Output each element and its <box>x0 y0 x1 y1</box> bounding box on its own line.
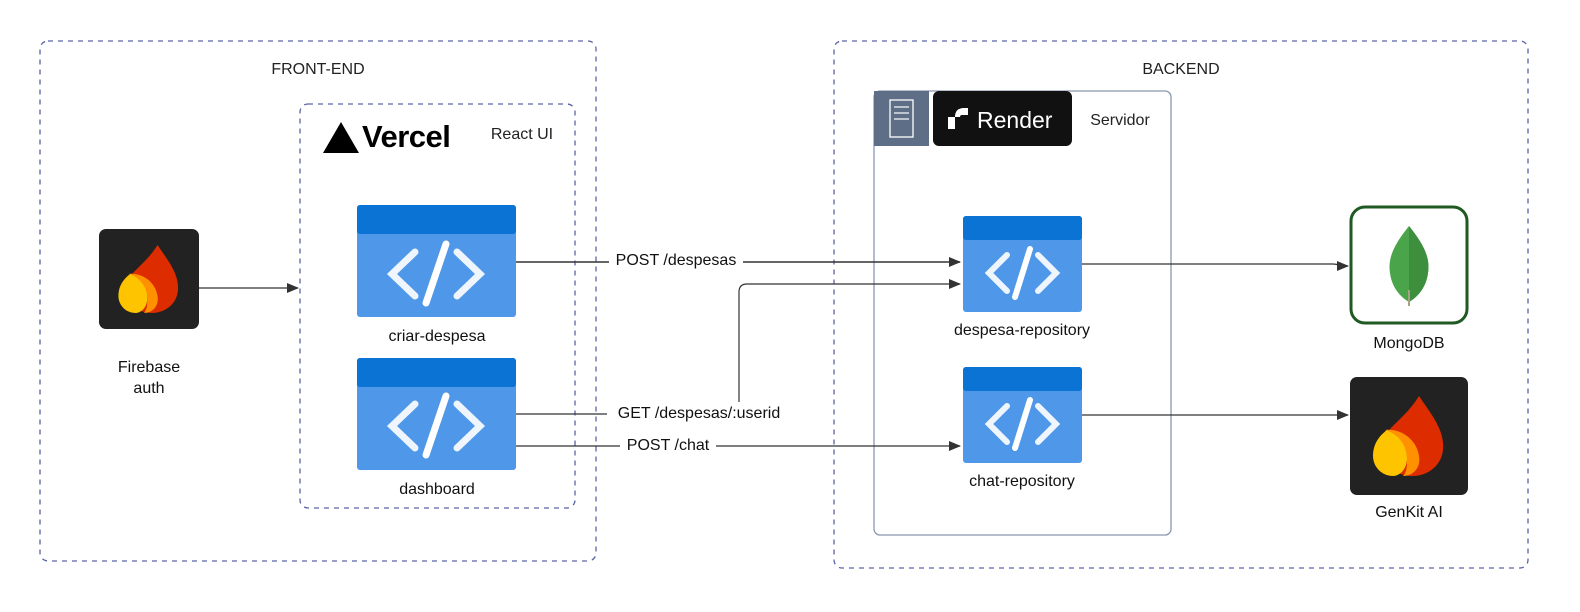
chat-repository-node: chat-repository <box>963 367 1082 490</box>
edge-despesa-to-mongodb <box>1082 261 1349 271</box>
edge-label-post-chat: POST /chat <box>627 437 710 454</box>
despesa-repository-label: despesa-repository <box>954 322 1090 339</box>
code-icon <box>984 397 1061 451</box>
dashboard-node: dashboard <box>357 358 516 498</box>
render-logo-icon <box>948 108 968 129</box>
render-logo-badge <box>933 91 1072 146</box>
vercel-group-label: React UI <box>491 126 553 143</box>
genkit-label: GenKit AI <box>1375 504 1443 521</box>
edges: POST /despesas GET /despesas/:userid POS… <box>198 249 1349 454</box>
vercel-logo-text: Vercel <box>362 119 450 154</box>
code-icon <box>386 240 486 307</box>
firebase-label-line1: Firebase <box>118 359 180 376</box>
edge-get-despesas: GET /despesas/:userid <box>516 279 961 422</box>
render-logo-text: Render <box>977 107 1053 133</box>
code-icon <box>984 246 1061 300</box>
genkit-node: GenKit AI <box>1350 377 1468 521</box>
mongodb-node: MongoDB <box>1349 205 1469 352</box>
render-server-group: Render Servidor <box>873 90 1172 536</box>
vercel-group: Vercel React UI <box>299 103 576 509</box>
render-group-label: Servidor <box>1090 112 1150 129</box>
dashboard-label: dashboard <box>399 481 475 498</box>
code-icon <box>386 392 486 459</box>
vercel-triangle-icon <box>323 122 359 153</box>
firebase-auth-node: Firebase auth <box>99 229 199 397</box>
firebase-label-line2: auth <box>133 380 164 397</box>
backend-group: BACKEND <box>833 40 1529 569</box>
despesa-repository-node: despesa-repository <box>954 216 1090 339</box>
edge-label-post-despesas: POST /despesas <box>616 252 737 269</box>
criar-despesa-label: criar-despesa <box>389 328 486 345</box>
frontend-group: FRONT-END <box>39 40 597 562</box>
chat-repository-label: chat-repository <box>969 473 1075 490</box>
edge-post-despesas: POST /despesas <box>516 249 961 269</box>
frontend-group-label: FRONT-END <box>271 61 364 78</box>
mongodb-leaf-icon <box>1389 226 1429 306</box>
edge-post-chat: POST /chat <box>516 434 961 454</box>
backend-group-label: BACKEND <box>1142 61 1219 78</box>
edge-label-get-despesas: GET /despesas/:userid <box>618 405 780 422</box>
criar-despesa-node: criar-despesa <box>357 205 516 345</box>
mongodb-label: MongoDB <box>1373 335 1444 352</box>
